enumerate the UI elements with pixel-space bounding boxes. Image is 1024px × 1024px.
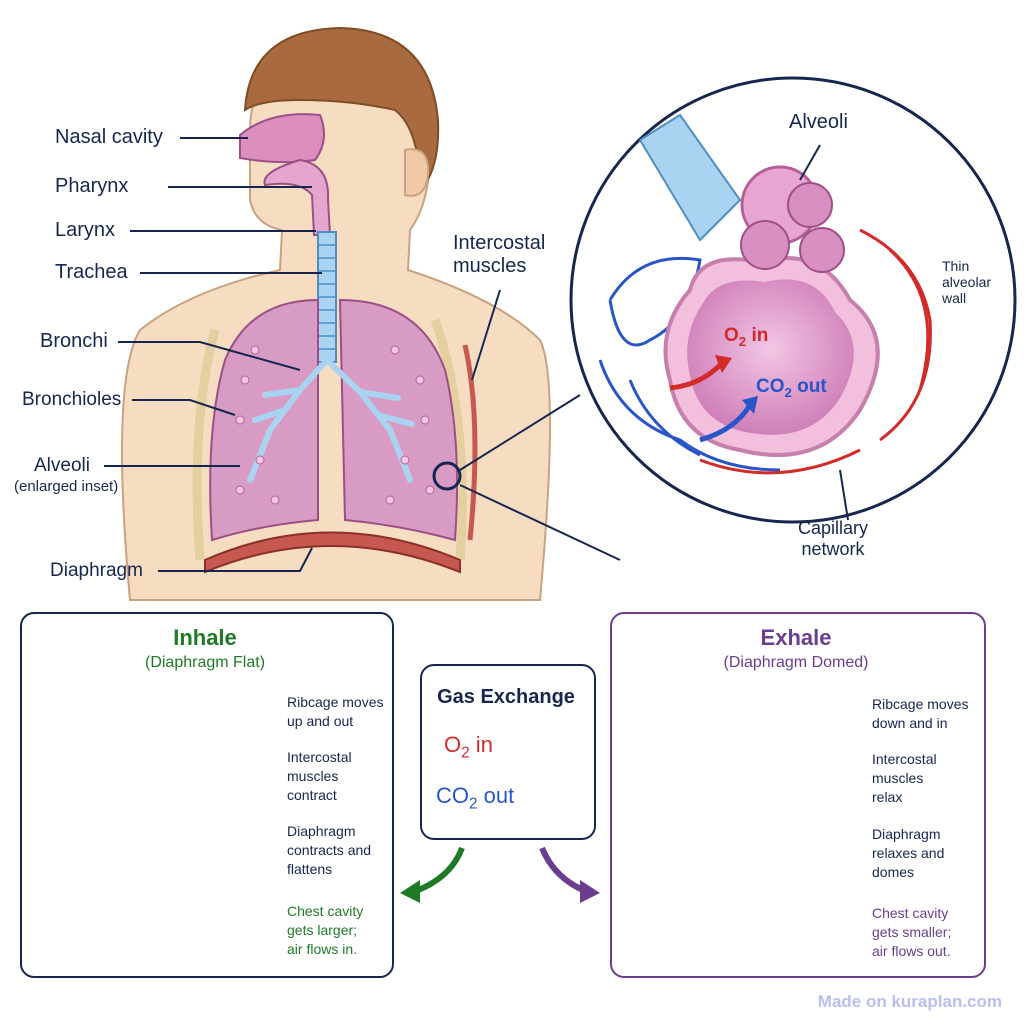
inhale-subtitle: (Diaphragm Flat) (144, 654, 266, 671)
label-nasal-cavity: Nasal cavity (55, 126, 163, 148)
inhale-note: Chest cavity gets larger; air flows in. (287, 903, 364, 957)
footer-credit: Made on kuraplan.com (817, 992, 1002, 1011)
gas-exchange-o2: O2 in (444, 732, 493, 762)
ribs (192, 318, 467, 561)
inhale-panel (20, 612, 394, 978)
inhale-title: Inhale (173, 625, 237, 650)
leader-lines (104, 137, 621, 572)
exhale-panel (610, 612, 986, 978)
inhale-step-3: Diaphragm contracts and flattens (287, 823, 372, 877)
trachea-shape (317, 231, 337, 363)
intercostal-shape (462, 344, 478, 541)
exhale-note: Chest cavity gets smaller; air flows out… (872, 905, 952, 959)
label-intercostal-muscles: Intercostal muscles (453, 232, 546, 277)
label-alveoli-note: (enlarged inset) (14, 478, 119, 495)
exhale-step-2: Intercostal muscles relax (872, 751, 937, 805)
hair (243, 26, 440, 193)
exhale-subtitle: (Diaphragm Domed) (723, 654, 869, 671)
inset-marker (432, 461, 462, 491)
gas-exchange-co2: CO2 out (436, 783, 515, 813)
alveoli-inset (569, 76, 1017, 524)
inhale-step-2: Intercostal muscles contract (287, 749, 352, 803)
label-bronchioles: Bronchioles (22, 389, 122, 410)
inset-label-thin-wall: Thin alveolar wall (942, 258, 992, 307)
ear (404, 148, 430, 197)
o2-arrow (669, 363, 722, 391)
inset-co2-label: CO2 out (756, 376, 827, 400)
gas-exchange-box (420, 664, 596, 840)
label-pharynx: Pharynx (55, 175, 129, 197)
bronchial-tree (247, 357, 415, 483)
exhale-step-1: Ribcage moves down and in (872, 696, 969, 731)
alveoli-clusters (235, 345, 435, 505)
label-diaphragm: Diaphragm (50, 560, 143, 581)
exhale-title: Exhale (760, 625, 832, 650)
diaphragm-shape (204, 531, 461, 574)
inset-label-alveoli: Alveoli (789, 111, 848, 133)
inhale-step-1: Ribcage moves up and out (287, 694, 384, 729)
label-bronchi: Bronchi (40, 330, 108, 352)
label-larynx: Larynx (55, 219, 116, 241)
co2-arrow (699, 403, 753, 443)
label-alveoli: Alveoli (34, 455, 90, 476)
inset-label-capillary: Capillary network (798, 518, 869, 559)
torso-figure (121, 26, 551, 601)
inset-o2-label: O2 in (724, 325, 769, 349)
nasal-cavity-shape (239, 113, 325, 164)
exhale-step-3: Diaphragm relaxes and domes (872, 826, 945, 880)
gas-exchange-title: Gas Exchange (437, 686, 575, 708)
label-trachea: Trachea (55, 261, 128, 283)
